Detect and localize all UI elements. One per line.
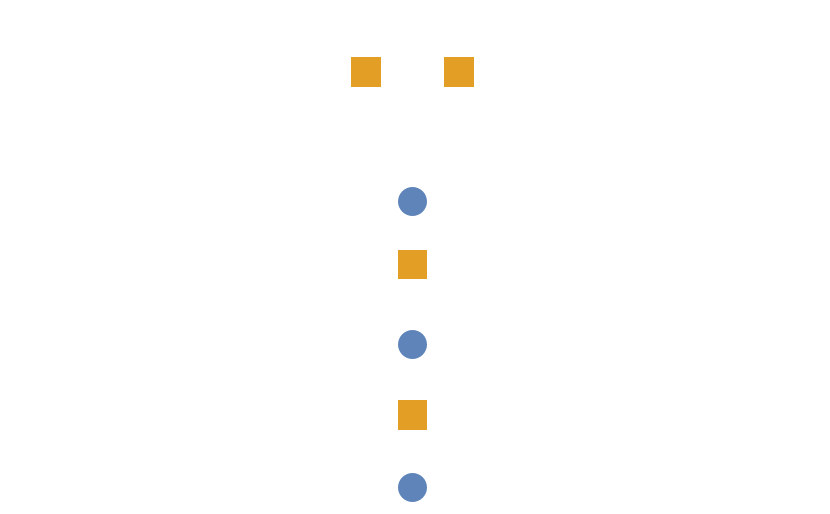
orange-square-node [444, 57, 474, 87]
orange-square-node [398, 250, 427, 279]
blue-circle-node [398, 473, 427, 502]
orange-square-node [351, 57, 381, 87]
blue-circle-node [398, 330, 427, 359]
blue-circle-node [398, 187, 427, 216]
orange-square-node [398, 400, 427, 430]
